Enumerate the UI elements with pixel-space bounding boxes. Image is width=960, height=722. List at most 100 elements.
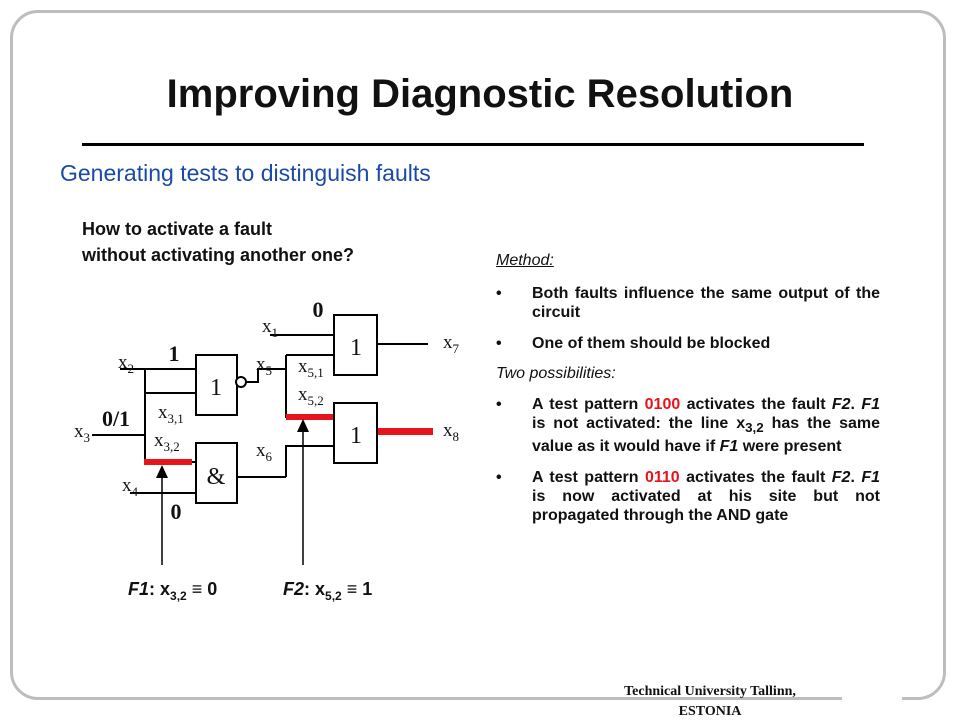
label-base: x bbox=[298, 356, 308, 377]
line-subscript: 3,2 bbox=[745, 420, 764, 436]
footer: Technical University Tallinn, ESTONIA bbox=[560, 682, 860, 722]
label-base: x bbox=[122, 475, 132, 496]
label-x4: x4 bbox=[122, 475, 139, 499]
gate-symbol-or-inv: 1 bbox=[210, 375, 222, 401]
label-sub: 3,1 bbox=[168, 411, 184, 426]
label-sub: 8 bbox=[453, 429, 460, 444]
method-bullet-2: • One of them should be blocked bbox=[496, 334, 880, 353]
label-x1: x1 bbox=[262, 316, 278, 340]
possibilities-heading: Two possibilities: bbox=[496, 365, 616, 382]
label-sub: 3 bbox=[84, 430, 91, 445]
test-pattern-0100: 0100 bbox=[644, 396, 681, 413]
text-run: were present bbox=[738, 438, 842, 456]
fault-sep: : x bbox=[304, 579, 325, 599]
label-sub: 5 bbox=[266, 363, 273, 378]
arrow-f1-head bbox=[156, 465, 168, 478]
fault-name: F2 bbox=[283, 579, 304, 599]
label-base: x bbox=[118, 352, 128, 373]
fault-sub: 3,2 bbox=[170, 589, 187, 603]
text-run: . bbox=[850, 469, 862, 487]
bullet-glyph: • bbox=[496, 469, 502, 487]
fault-name: F1 bbox=[861, 396, 881, 413]
label-x51: x5,1 bbox=[298, 356, 324, 380]
label-x32: x3,2 bbox=[154, 430, 180, 454]
possibility-bullets: • A test pattern 0100 activates the fault… bbox=[496, 395, 880, 525]
fault-name: F1 bbox=[128, 579, 149, 599]
subtitle: Generating tests to distinguish faults bbox=[60, 160, 431, 186]
possibility-2: • A test pattern 0110 activates the fault… bbox=[496, 468, 880, 525]
inverter-bubble bbox=[235, 376, 247, 388]
gate-symbol-or-top: 1 bbox=[350, 335, 362, 361]
fault-sep: : x bbox=[149, 579, 170, 599]
question-text: How to activate a fault without activati… bbox=[82, 216, 354, 268]
or-gate-top bbox=[333, 314, 378, 376]
arrow-f2-head bbox=[297, 419, 309, 432]
text-run: is not activated: the line x bbox=[532, 415, 746, 432]
fault-name: F1 bbox=[719, 438, 739, 456]
label-x31: x3,1 bbox=[158, 402, 184, 426]
label-sub: 1 bbox=[272, 325, 279, 340]
method-heading: Method: bbox=[496, 252, 554, 269]
text-run: . bbox=[850, 396, 862, 413]
frame-notch bbox=[842, 676, 902, 716]
label-sub: 7 bbox=[453, 341, 460, 356]
or-gate-bottom bbox=[333, 402, 378, 464]
fault-name: F2 bbox=[831, 396, 851, 413]
test-pattern-0110: 0110 bbox=[644, 469, 680, 487]
label-base: x bbox=[158, 402, 168, 423]
bullet-text: One of them should be blocked bbox=[532, 335, 771, 352]
bullet-glyph: • bbox=[496, 335, 502, 352]
possibility-1: •A test pattern 0100 activates the fault… bbox=[496, 395, 880, 456]
bullet-glyph: • bbox=[496, 285, 502, 302]
text-run: has the same value as it would have if bbox=[532, 415, 880, 456]
label-x52: x5,2 bbox=[298, 384, 324, 408]
title-underline bbox=[82, 143, 864, 146]
label-base: x bbox=[154, 430, 164, 451]
gate-symbol-or-bottom: 1 bbox=[350, 423, 362, 449]
text-run: activates the fault bbox=[679, 469, 832, 487]
footer-line-1: Technical University Tallinn, bbox=[624, 684, 796, 699]
label-base: x bbox=[298, 384, 308, 405]
text-run: A test pattern bbox=[532, 469, 645, 487]
wire-x5 bbox=[245, 368, 286, 383]
fault-sub: 5,2 bbox=[325, 589, 342, 603]
label-sub: 2 bbox=[128, 361, 135, 376]
fault-line-x8 bbox=[377, 428, 433, 435]
fault-equiv: ≡ 0 bbox=[187, 579, 218, 599]
page-title: Improving Diagnostic Resolution bbox=[166, 72, 794, 116]
method-panel: Method: • Both faults influence the same … bbox=[496, 252, 880, 537]
question-line-2: without activating another one? bbox=[82, 245, 355, 265]
footer-line-2: ESTONIA bbox=[678, 704, 742, 719]
label-x2: x2 bbox=[118, 352, 134, 376]
label-base: x bbox=[74, 421, 84, 442]
fault-name: F1 bbox=[861, 469, 881, 487]
label-sub: 5,1 bbox=[308, 365, 324, 380]
fault-label-f2: F2: x5,2 ≡ 1 bbox=[283, 579, 372, 603]
question-line-1: How to activate a fault bbox=[82, 219, 273, 239]
label-x7: x7 bbox=[443, 332, 460, 356]
fault-line-x52 bbox=[286, 414, 334, 420]
value-x1: 0 bbox=[313, 297, 324, 322]
label-sub: 4 bbox=[132, 484, 139, 499]
fault-equiv: ≡ 1 bbox=[342, 579, 373, 599]
bullet-glyph: • bbox=[496, 396, 502, 413]
label-base: x bbox=[262, 316, 272, 337]
text-run: is now activated at his site but not pro… bbox=[532, 488, 880, 525]
text-run: activates the fault bbox=[680, 396, 832, 413]
label-x3: x3 bbox=[74, 421, 90, 445]
value-x2: 1 bbox=[169, 341, 180, 366]
label-x8: x8 bbox=[443, 420, 459, 444]
label-sub: 6 bbox=[266, 449, 273, 464]
fault-name: F2 bbox=[831, 469, 851, 487]
slide-frame bbox=[10, 10, 946, 700]
label-sub: 5,2 bbox=[308, 393, 324, 408]
label-x5: x5 bbox=[256, 354, 272, 378]
label-base: x bbox=[443, 332, 453, 353]
label-x6: x6 bbox=[256, 440, 273, 464]
fault-line-x32 bbox=[144, 459, 192, 465]
and-gate bbox=[195, 442, 238, 504]
bullet-text: Both faults influence the same output of… bbox=[532, 285, 880, 321]
label-base: x bbox=[443, 420, 453, 441]
fault-label-f1: F1: x3,2 ≡ 0 bbox=[128, 579, 217, 603]
